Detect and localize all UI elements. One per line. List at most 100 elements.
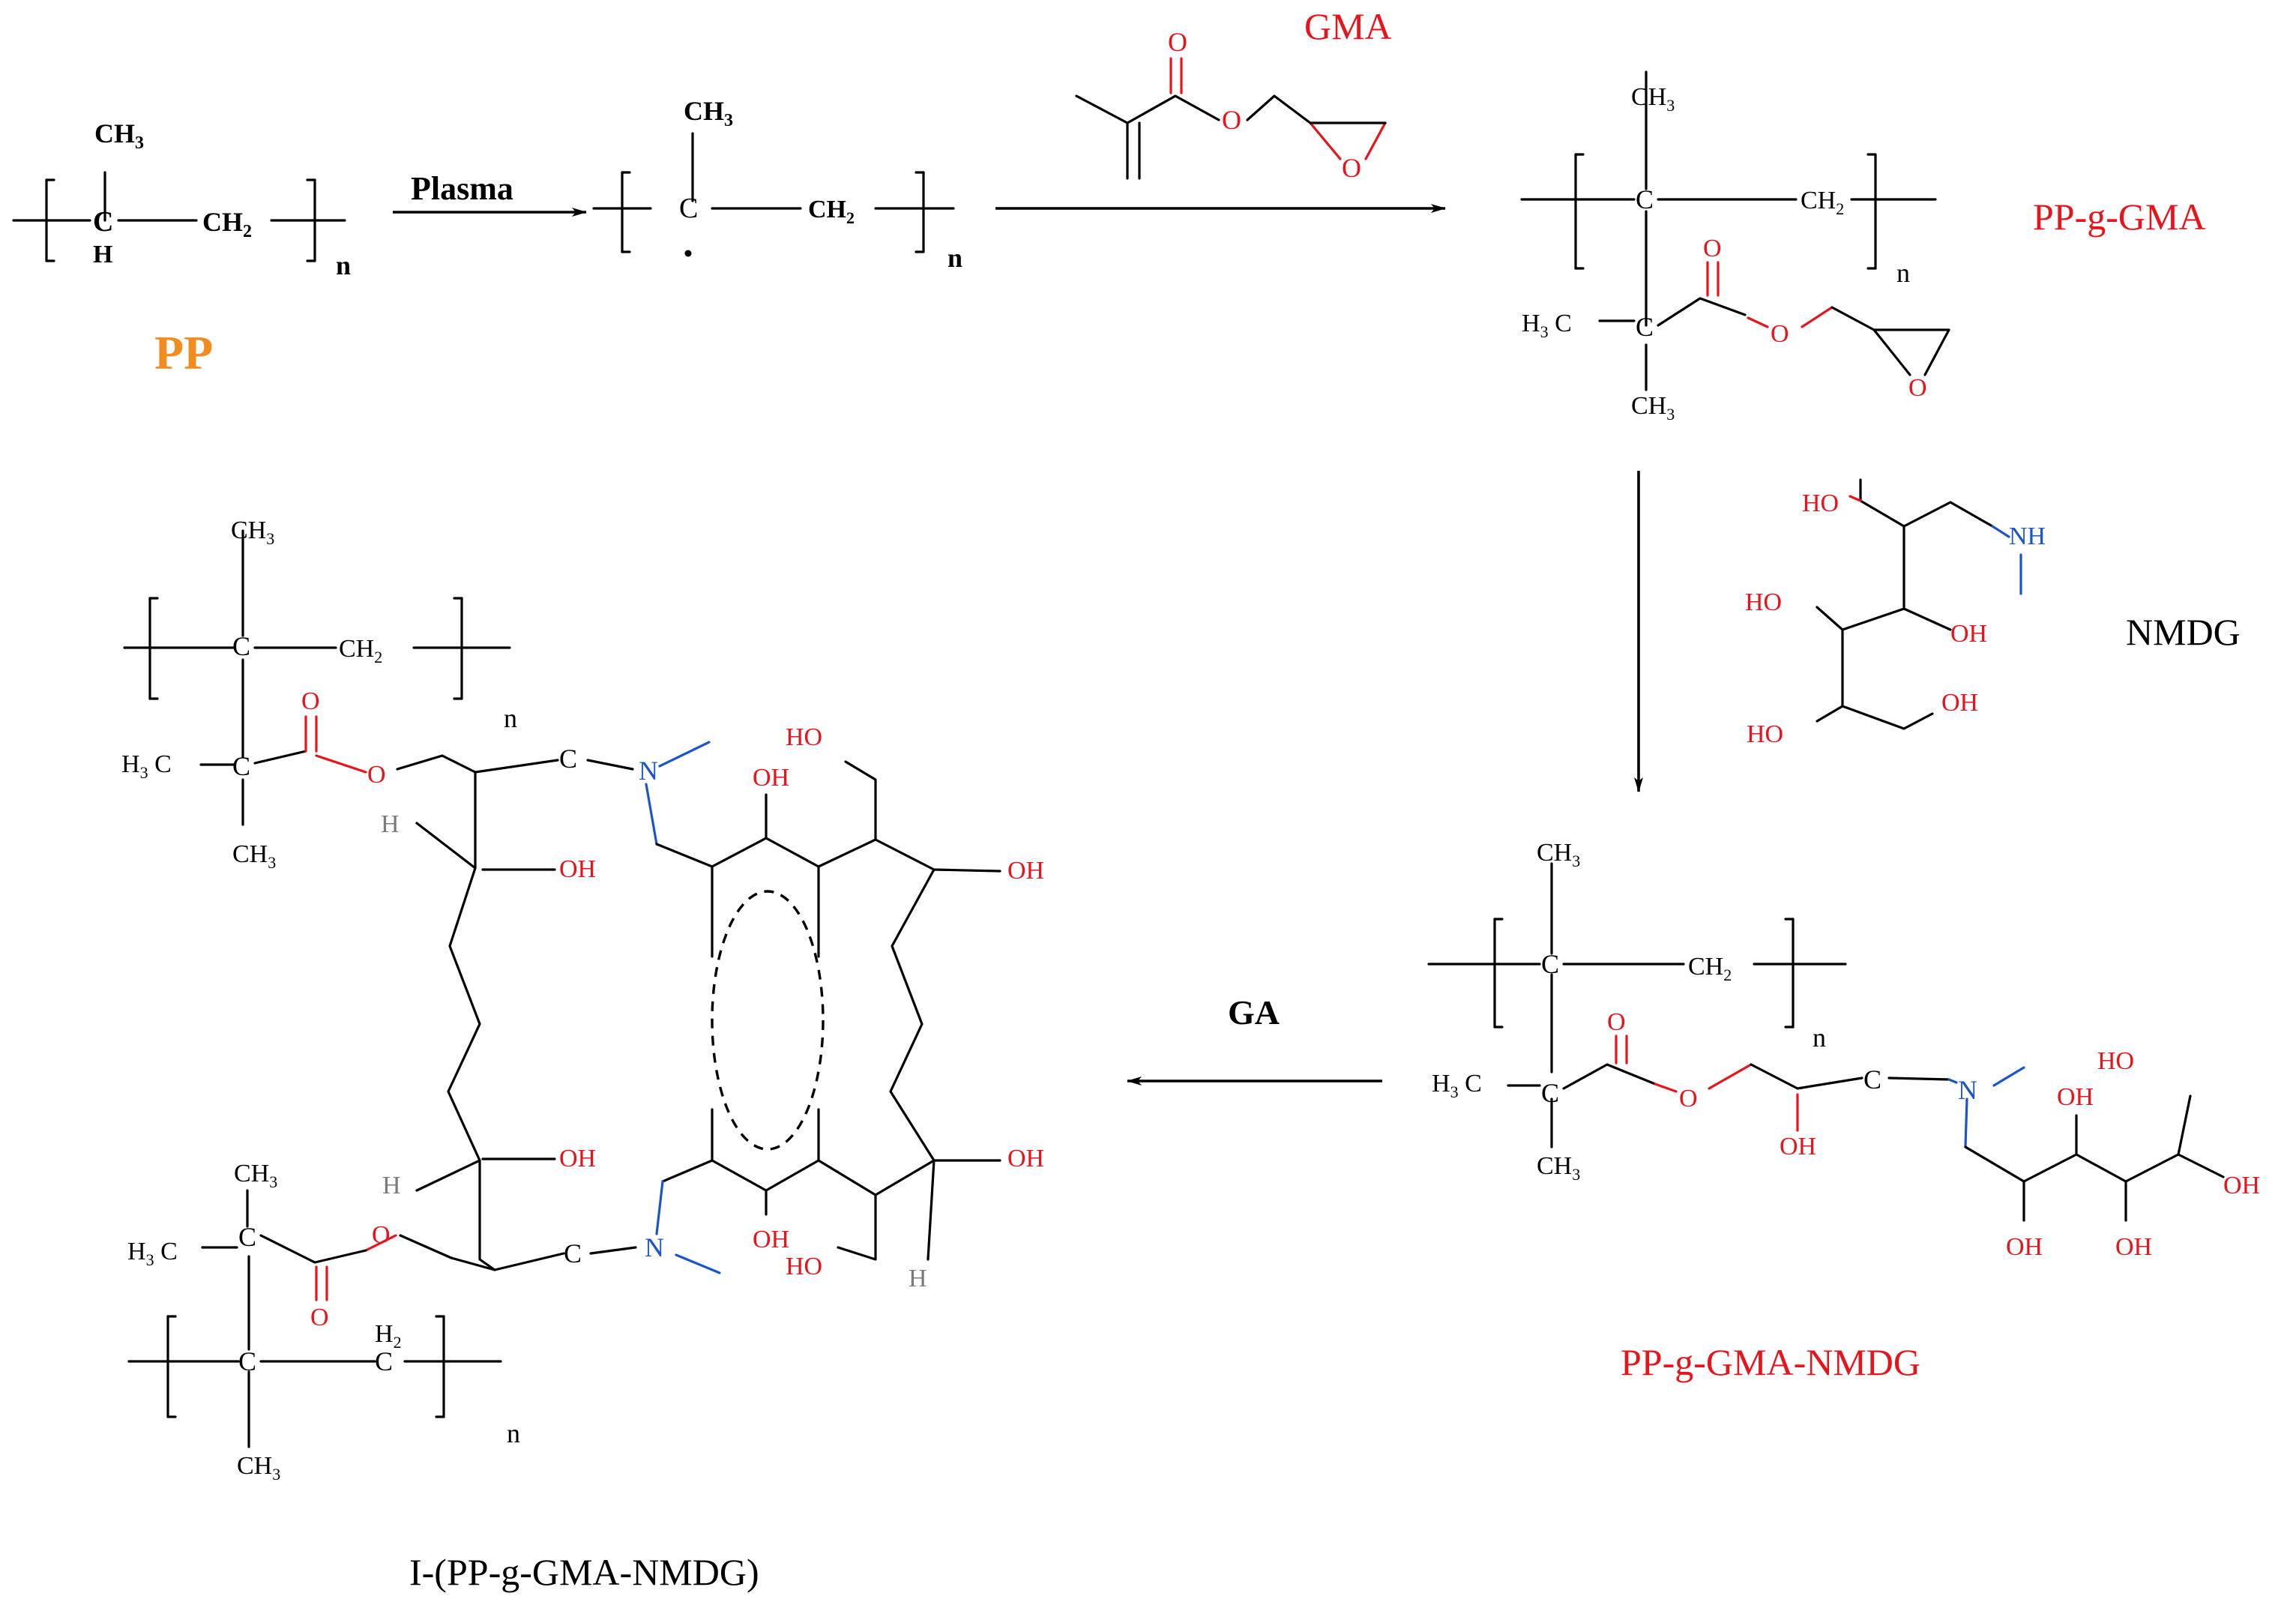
gma-molecule: O O O <box>1075 27 1387 183</box>
product-c-quat-bottom: C <box>238 1222 256 1252</box>
product-c-link-bottom: C <box>564 1238 582 1268</box>
pp-ch3-label: CH3 <box>94 118 144 153</box>
ppgma-ch2: CH2 <box>1801 187 1844 218</box>
product-ho-ring-top: HO <box>786 723 822 751</box>
product-oh-right-lower: OH <box>1007 1145 1044 1172</box>
product-h-upper: H <box>381 810 400 838</box>
ppgma-ester-o: O <box>1771 320 1789 348</box>
pp-name-label: PP <box>154 326 213 379</box>
product-c-link-top: C <box>559 744 577 774</box>
product-ester-o-bottom: O <box>372 1221 391 1249</box>
gma-name-label: GMA <box>1304 5 1392 47</box>
polymer-brackets <box>45 153 1877 1418</box>
nmdg-prod-ch3-top: CH3 <box>1537 839 1580 870</box>
product-h3c-bottom: H3 C <box>127 1238 178 1269</box>
ppgma-name-label: PP-g-GMA <box>2033 196 2206 238</box>
nmdg-prod-carbonyl-o: O <box>1607 1008 1626 1036</box>
nmdg-prod-oh-b: OH <box>2057 1083 2094 1111</box>
ga-label: GA <box>1228 993 1280 1032</box>
plasma-step: Plasma <box>393 170 587 217</box>
product-ch3-top-1: CH3 <box>231 517 274 548</box>
product-c-quat-top: C <box>232 751 250 781</box>
nmdg-prod-oh-d: OH <box>2006 1233 2043 1261</box>
product-ch3-top-2: CH3 <box>234 1160 277 1191</box>
nmdg-ho-3: HO <box>1747 720 1783 748</box>
nmdg-prod-oh-c: OH <box>2223 1172 2260 1199</box>
nmdg-nh: NH <box>2009 523 2046 550</box>
gma-carbonyl-o: O <box>1168 27 1187 57</box>
product-h-right: H <box>909 1265 927 1292</box>
product-n-bottom: n <box>507 1418 520 1448</box>
pp-ch2-label: CH2 <box>202 207 252 241</box>
product-oh-left-lower: OH <box>559 1145 596 1172</box>
nmdg-prod-ho-top: HO <box>2097 1047 2134 1075</box>
nmdg-prod-name-label: PP-g-GMA-NMDG <box>1621 1341 1920 1383</box>
product-carbonyl-o-top: O <box>301 687 320 715</box>
ppgma-carbonyl-o: O <box>1703 235 1722 262</box>
product-carbonyl-o-bottom: O <box>310 1304 329 1331</box>
pp-structure: CH3 C H CH2 n PP <box>12 118 351 379</box>
ga-step: GA <box>1127 993 1382 1085</box>
radical-ch2-label: CH2 <box>808 196 855 227</box>
product-n-amine-top: N <box>639 756 658 786</box>
nmdg-prod-h3c: H3 C <box>1432 1070 1482 1101</box>
ppgma-ch3-top: CH3 <box>1631 83 1675 115</box>
pp-h-label: H <box>93 241 112 268</box>
nmdg-prod-c-main: C <box>1541 949 1559 979</box>
ppgma-h3c: H3 C <box>1522 310 1572 341</box>
nmdg-prod-ch3-bottom: CH3 <box>1537 1152 1580 1184</box>
radical-dot <box>684 250 692 257</box>
nmdg-prod-oh-a: OH <box>1780 1133 1816 1160</box>
ppgma-ch3-bottom: CH3 <box>1631 392 1675 424</box>
pp-c-label: C <box>93 206 113 238</box>
ppgma-c-main: C <box>1636 184 1654 214</box>
product-n-top: n <box>504 703 517 733</box>
plasma-label: Plasma <box>411 170 513 207</box>
nmdg-molecule: HO NH HO OH HO OH NMDG <box>1745 478 2241 748</box>
product-oh-right-upper: OH <box>1007 857 1044 885</box>
nmdg-ho-1: HO <box>1802 490 1839 517</box>
product-name-label: I-(PP-g-GMA-NMDG) <box>409 1551 759 1593</box>
product-ch3-bottom-1: CH3 <box>232 840 276 872</box>
product-ch2-top: CH2 <box>339 635 382 666</box>
nmdg-name-label: NMDG <box>2126 611 2241 653</box>
radical-c-label: C <box>679 193 698 224</box>
crosslinked-product-structure: CH3 C CH2 n H3 C C CH3 O O C N H OH H OH… <box>121 517 1044 1593</box>
gma-epoxide-o: O <box>1342 153 1361 183</box>
ppgma-epoxide-o: O <box>1908 374 1927 402</box>
nmdg-ho-2: HO <box>1745 588 1782 616</box>
product-oh-ring-top: OH <box>753 764 789 792</box>
product-h2-bottom: H2 <box>375 1320 402 1352</box>
ppgma-c-quat: C <box>1636 312 1654 342</box>
product-n-amine-bottom: N <box>645 1232 664 1262</box>
pp-g-gma-structure: CH3 C CH2 n H3 C C CH3 O O O PP-g-GMA <box>1520 70 2206 424</box>
nmdg-prod-ch2: CH2 <box>1688 953 1732 984</box>
pp-n-subscript: n <box>336 250 351 280</box>
gma-step: O O O GMA <box>995 5 1446 213</box>
nmdg-prod-n-subscript: n <box>1813 1023 1826 1053</box>
product-ch3-bottom-2: CH3 <box>237 1452 280 1484</box>
radical-n-subscript: n <box>947 243 962 273</box>
product-c-top-1: C <box>232 631 250 661</box>
product-c-bottom: C <box>238 1346 256 1376</box>
pp-g-gma-nmdg-structure: CH3 C CH2 n H3 C C CH3 O O C N OH HO OH … <box>1427 839 2260 1383</box>
nmdg-prod-oh-e: OH <box>2115 1233 2152 1261</box>
nmdg-prod-c-link: C <box>1863 1065 1881 1094</box>
nmdg-oh-1: OH <box>1950 620 1987 648</box>
pp-radical-structure: CH3 C CH2 n <box>592 96 962 273</box>
product-h-lower: H <box>382 1172 401 1199</box>
ppgma-n-subscript: n <box>1896 258 1910 288</box>
radical-ch3-label: CH3 <box>684 96 733 130</box>
product-c-ch2-bottom: C <box>375 1346 393 1376</box>
nmdg-prod-n-amine: N <box>1958 1075 1977 1105</box>
nmdg-prod-ester-o: O <box>1679 1085 1698 1112</box>
product-h3c-top: H3 C <box>121 750 172 782</box>
gma-ester-o: O <box>1222 105 1241 135</box>
cavity-ellipse <box>711 890 825 1151</box>
product-ho-ring-bottom: HO <box>786 1253 822 1280</box>
nmdg-oh-2: OH <box>1941 689 1978 717</box>
product-oh-left-upper: OH <box>559 855 596 883</box>
product-oh-ring-bottom: OH <box>753 1226 789 1253</box>
nmdg-prod-c-quat: C <box>1541 1078 1559 1108</box>
